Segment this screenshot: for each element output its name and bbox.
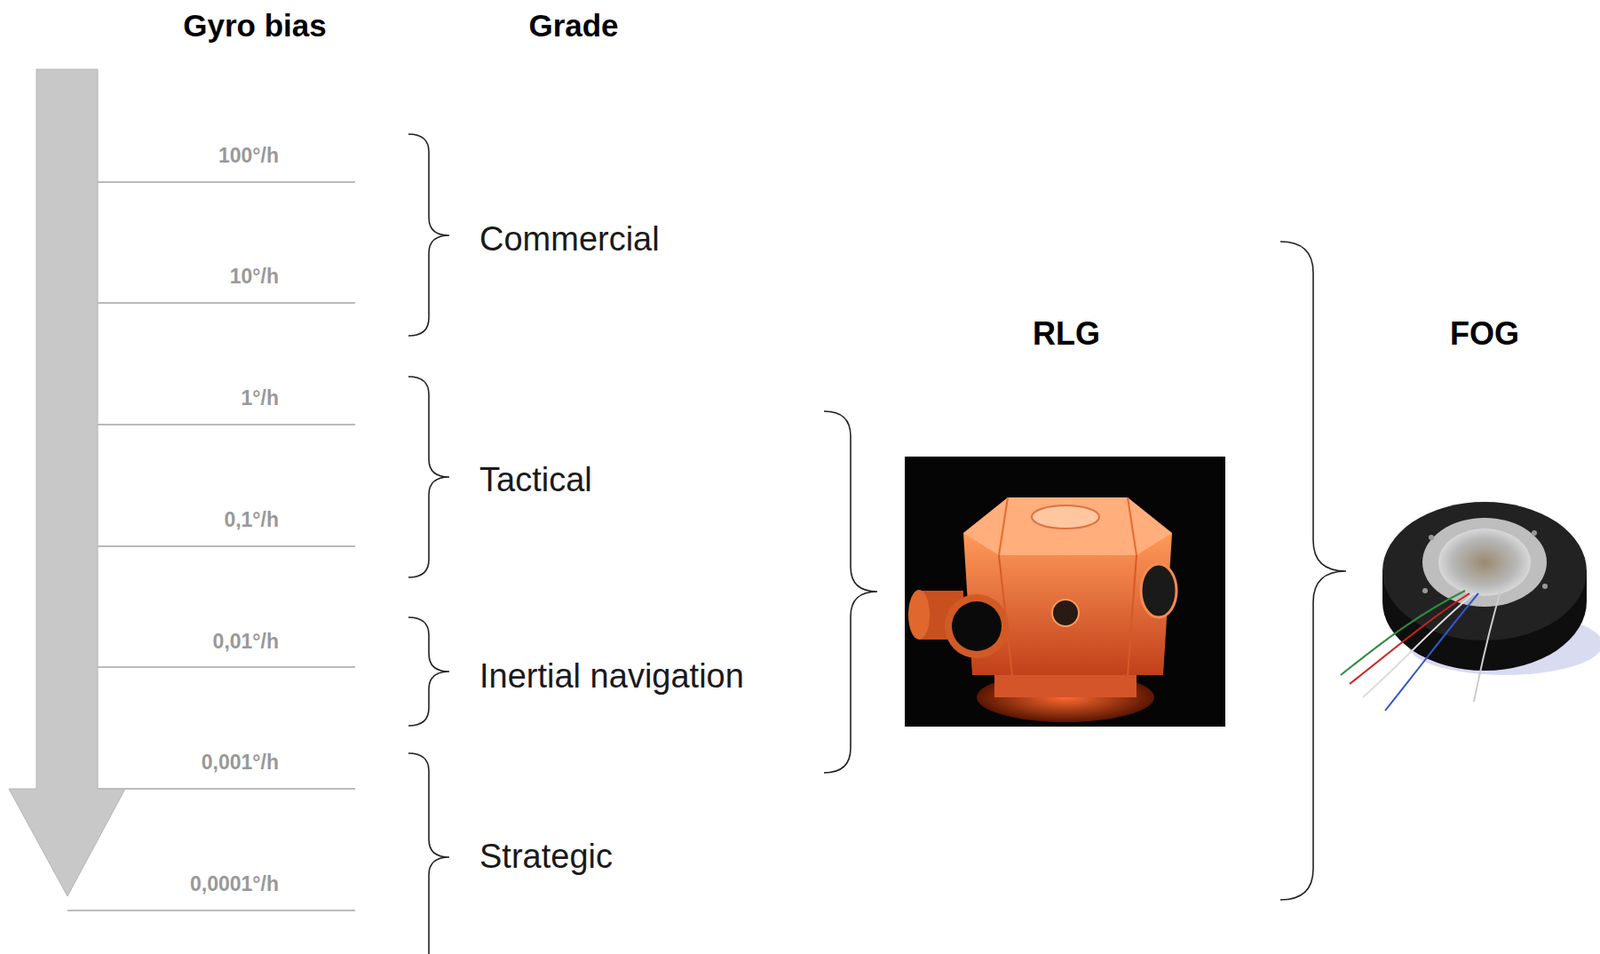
scale-value: 1°/h	[241, 386, 279, 410]
scale-value: 0,01°/h	[213, 629, 279, 653]
grade-label: Tactical	[479, 460, 593, 500]
scale-value: 10°/h	[229, 264, 279, 288]
grade-label: Commercial	[479, 220, 660, 260]
column-heading: Gyro bias	[182, 7, 326, 44]
brackets	[408, 134, 1347, 954]
scale-arrow	[8, 69, 126, 896]
grade-label: Inertial navigation	[479, 657, 745, 697]
scale-value: 0,001°/h	[201, 750, 279, 774]
rlg-photo	[904, 456, 1226, 727]
scale-value: 0,1°/h	[223, 507, 279, 531]
technology-label: RLG	[1032, 315, 1101, 352]
scale-lines	[67, 182, 356, 911]
scale-value: 100°/h	[218, 143, 279, 167]
technology-label: FOG	[1449, 315, 1520, 352]
grade-label: Strategic	[479, 837, 613, 877]
scale-value: 0,0001°/h	[190, 871, 279, 896]
fog-photo	[1340, 501, 1600, 711]
column-heading: Grade	[528, 7, 618, 44]
